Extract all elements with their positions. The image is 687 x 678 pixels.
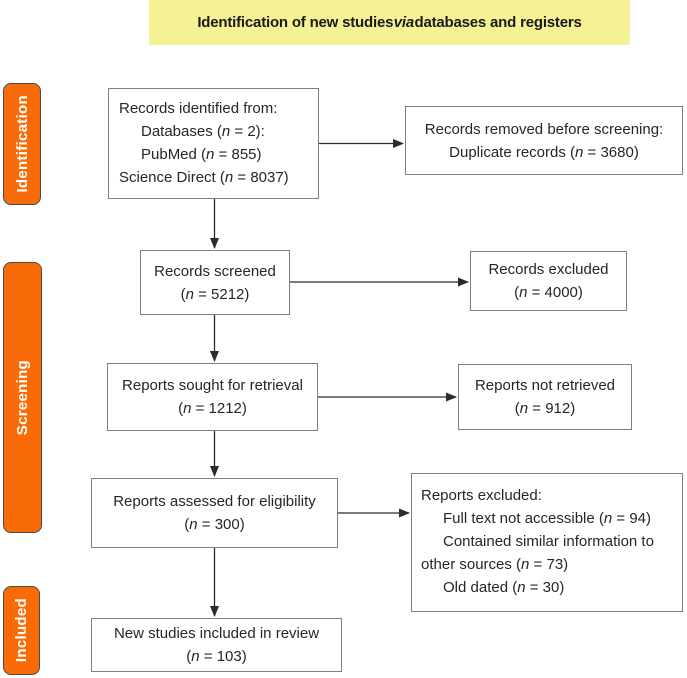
box-reports-sought: Reports sought for retrieval (n = 1212) bbox=[107, 363, 318, 431]
box-line: Contained similar information to bbox=[443, 533, 654, 550]
box-line: (n = 103) bbox=[186, 648, 247, 665]
stage-label-text: Identification bbox=[13, 95, 31, 193]
title-text-pre: Identification of new studies bbox=[197, 14, 394, 31]
stage-label-text: Included bbox=[13, 598, 30, 663]
box-reports-assessed: Reports assessed for eligibility (n = 30… bbox=[91, 478, 338, 548]
box-line: Records identified from: bbox=[119, 100, 278, 117]
box-reports-excluded: Reports excluded: Full text not accessib… bbox=[411, 473, 683, 612]
stage-label-identification: Identification bbox=[3, 83, 41, 205]
box-line: New studies included in review bbox=[113, 625, 320, 642]
box-line: Reports excluded: bbox=[421, 487, 542, 504]
box-reports-not-retrieved: Reports not retrieved (n = 912) bbox=[458, 364, 632, 430]
stage-label-included: Included bbox=[3, 586, 40, 675]
box-records-removed: Records removed before screening: Duplic… bbox=[405, 106, 683, 175]
box-line: Records screened bbox=[154, 262, 276, 280]
box-line: Duplicate records (n = 3680) bbox=[449, 143, 639, 161]
box-line: (n = 300) bbox=[184, 516, 245, 533]
box-line: other sources (n = 73) bbox=[421, 556, 569, 573]
box-line: Records removed before screening: bbox=[424, 120, 664, 138]
box-line: PubMed (n = 855) bbox=[141, 146, 262, 163]
box-records-identified: Records identified from: Databases (n = … bbox=[108, 88, 319, 199]
box-line: (n = 912) bbox=[514, 400, 576, 417]
title-banner: Identification of new studies via databa… bbox=[149, 0, 630, 45]
box-line: (n = 4000) bbox=[514, 284, 583, 301]
box-line: Reports assessed for eligibility bbox=[113, 493, 316, 510]
box-line: (n = 1212) bbox=[178, 400, 247, 417]
box-line: Databases (n = 2): bbox=[141, 123, 265, 140]
box-line: Records excluded bbox=[488, 261, 609, 278]
box-records-excluded: Records excluded (n = 4000) bbox=[470, 251, 627, 311]
stage-label-screening: Screening bbox=[3, 262, 42, 533]
stage-label-text: Screening bbox=[14, 359, 31, 436]
box-new-studies-included: New studies included in review (n = 103) bbox=[91, 618, 342, 672]
box-records-screened: Records screened (n = 5212) bbox=[140, 250, 290, 315]
box-line: Science Direct (n = 8037) bbox=[119, 169, 289, 186]
box-line: (n = 5212) bbox=[180, 285, 250, 303]
box-line: Reports not retrieved bbox=[474, 377, 616, 394]
title-text-post: databases and registers bbox=[414, 14, 582, 31]
box-line: Old dated (n = 30) bbox=[443, 579, 565, 596]
title-text-emphasis: via bbox=[393, 14, 414, 31]
box-line: Full text not accessible (n = 94) bbox=[443, 510, 652, 527]
box-line: Reports sought for retrieval bbox=[122, 377, 303, 394]
